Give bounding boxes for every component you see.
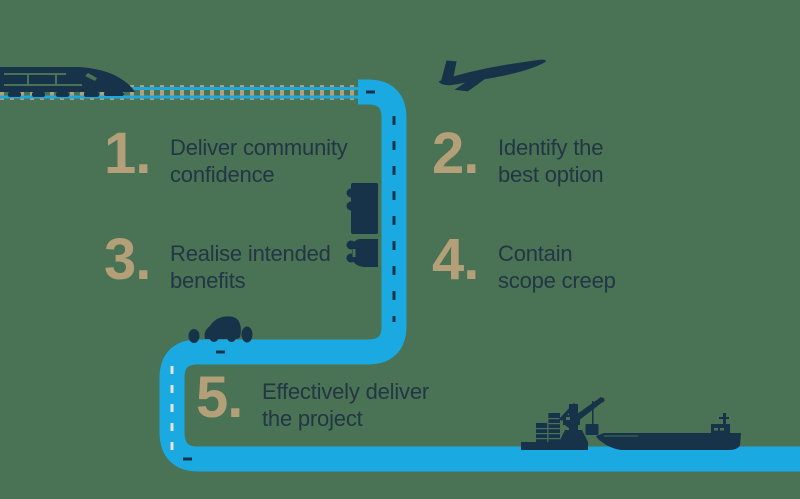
step-3-line2: benefits xyxy=(170,268,246,293)
port-crane-icon xyxy=(559,397,605,442)
step-3-number: 3. xyxy=(104,227,151,292)
step-5-label: Effectively deliver the project xyxy=(262,372,429,432)
step-4: 4. Contain scope creep xyxy=(432,227,616,294)
step-5-line1: Effectively deliver xyxy=(262,379,429,404)
step-1-label: Deliver community confidence xyxy=(170,128,348,188)
step-3: 3. Realise intended benefits xyxy=(104,227,331,294)
step-4-number: 4. xyxy=(432,227,479,292)
container-stack-icon xyxy=(536,413,560,442)
step-2-label: Identify the best option xyxy=(498,128,604,188)
bush-icon xyxy=(188,329,200,343)
step-5-number: 5. xyxy=(196,365,243,430)
road-dashes xyxy=(170,90,396,461)
bush-icon xyxy=(241,326,253,343)
step-4-line1: Contain xyxy=(498,241,573,266)
road-and-water-path xyxy=(159,79,800,472)
step-4-line2: scope creep xyxy=(498,268,616,293)
step-1: 1. Deliver community confidence xyxy=(104,121,348,188)
truck-icon xyxy=(346,183,378,267)
step-3-line1: Realise intended xyxy=(170,241,331,266)
airplane-icon xyxy=(438,59,546,92)
step-2-number: 2. xyxy=(432,121,479,186)
step-2-line2: best option xyxy=(498,162,604,187)
step-4-label: Contain scope creep xyxy=(498,234,616,294)
step-1-line2: confidence xyxy=(170,162,275,187)
step-1-number: 1. xyxy=(104,121,151,186)
dock-icon xyxy=(521,442,588,450)
train-icon xyxy=(0,67,135,97)
car-icon xyxy=(188,316,253,343)
step-2: 2. Identify the best option xyxy=(432,121,604,188)
step-2-line1: Identify the xyxy=(498,135,604,160)
cargo-ship-icon xyxy=(596,413,741,450)
step-5: 5. Effectively deliver the project xyxy=(196,365,429,432)
step-5-line2: the project xyxy=(262,406,363,431)
step-1-line1: Deliver community xyxy=(170,135,348,160)
step-3-label: Realise intended benefits xyxy=(170,234,331,294)
